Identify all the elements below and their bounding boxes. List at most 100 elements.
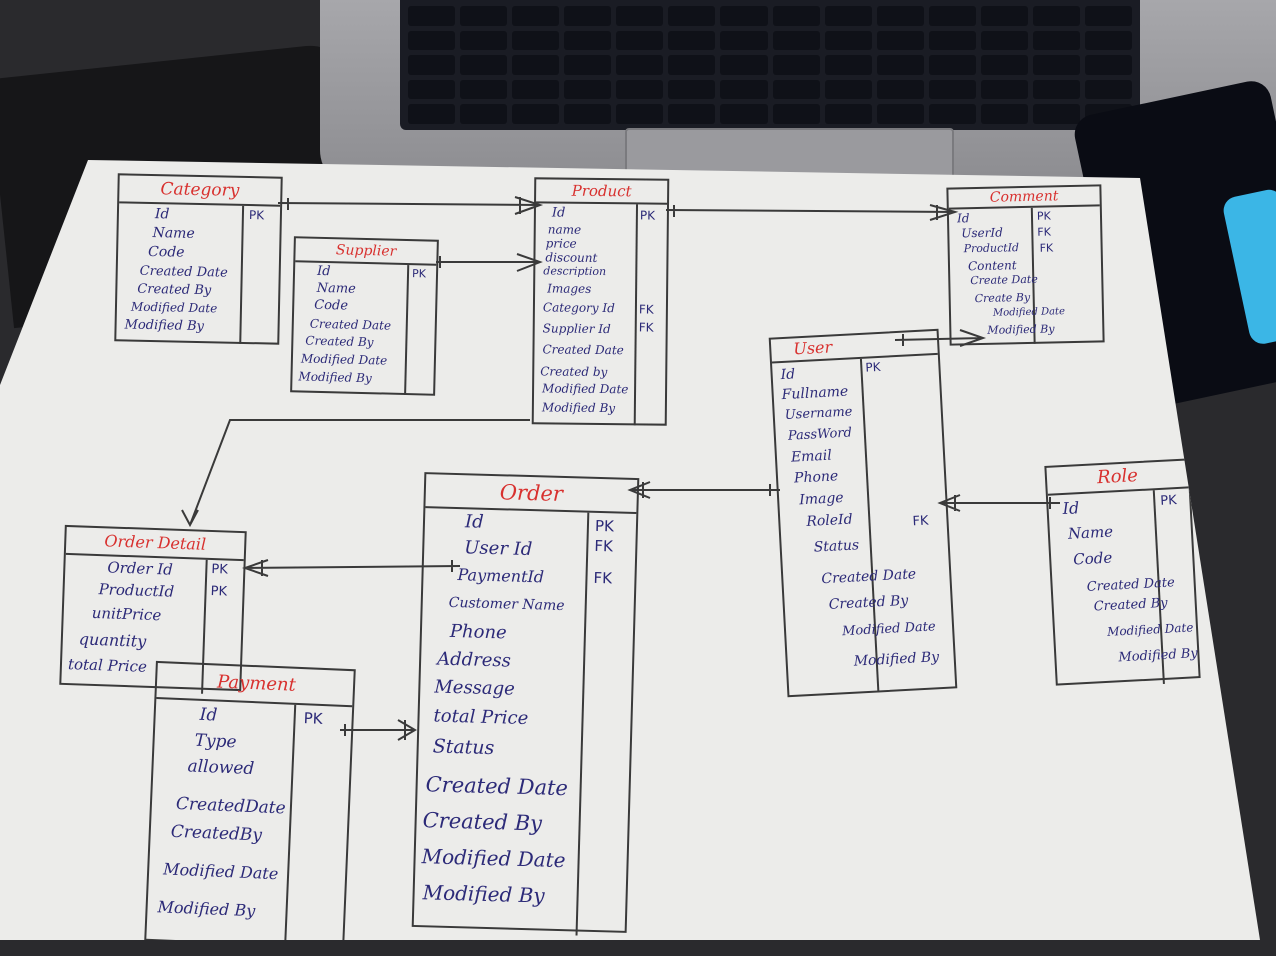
attribute: Modified By [1118, 646, 1199, 666]
keyboard-key [876, 104, 924, 124]
keyboard-key [772, 55, 820, 75]
attribute: Modified By [157, 897, 256, 921]
key-tag: PK [411, 267, 427, 281]
attribute: Created By [137, 281, 212, 299]
attribute: Created Date [139, 263, 228, 281]
attribute: RoleId [805, 511, 853, 530]
entity-order: Order PK FK FK Id User Id PaymentId Cust… [411, 472, 640, 936]
attribute: Code [1072, 548, 1113, 569]
keyboard-key [408, 79, 456, 100]
rel-supplier-product [436, 253, 543, 272]
attribute: Modified By [541, 400, 616, 416]
keyboard-key [824, 79, 872, 100]
keyboard-key [1084, 30, 1132, 51]
rel-product-comment [665, 204, 959, 221]
keyboard-key [928, 104, 976, 124]
key-tag: PK [639, 208, 656, 223]
keyboard-key [1084, 6, 1132, 26]
laptop-keyboard [400, 0, 1140, 130]
key-tag: PK [1159, 493, 1178, 509]
key-tag: PK [210, 584, 228, 600]
attribute: Id [464, 511, 484, 533]
attribute: Created Date [542, 342, 624, 358]
attribute: Address [436, 648, 512, 672]
attribute: Modified By [422, 880, 546, 908]
keyboard-key [1084, 79, 1132, 100]
attribute: UserId [961, 225, 1003, 241]
attribute: Create By [974, 290, 1031, 306]
attribute: name [547, 222, 582, 237]
keyboard-key [824, 30, 872, 51]
attribute: Created by [540, 364, 608, 380]
key-tag: PK [248, 208, 265, 223]
key-tag: FK [1039, 241, 1054, 255]
attribute: Created By [828, 592, 909, 613]
keyboard-key [928, 6, 976, 26]
rel-category-product [277, 196, 544, 215]
attribute: Created Date [309, 316, 392, 333]
entity-title: Supplier [295, 238, 437, 266]
attribute: Id [1062, 498, 1080, 519]
attribute: Content [967, 258, 1017, 274]
attribute: Status [813, 537, 860, 556]
attribute: Status [432, 735, 495, 760]
attribute: unitPrice [91, 603, 162, 625]
attribute: Phone [449, 620, 508, 644]
attribute: PassWord [787, 425, 853, 444]
keyboard-key [460, 55, 508, 75]
keyboard-key [512, 55, 560, 75]
keyboard-key [512, 104, 560, 124]
key-tag: FK [638, 320, 654, 335]
attribute: Category Id [542, 300, 615, 316]
keyboard-key [460, 79, 508, 100]
entity-payment: Payment PK Id Type allowed CreatedDate C… [144, 660, 356, 940]
attribute: Images [547, 281, 592, 296]
attribute: Order Id [107, 558, 174, 579]
key-tag: FK [1037, 225, 1051, 239]
keyboard-key [720, 79, 768, 100]
keyboard-key [876, 55, 924, 75]
attribute: Id [199, 704, 218, 726]
keyboard-key [720, 104, 768, 124]
attribute: Image [798, 490, 845, 509]
key-tag: PK [1036, 209, 1051, 223]
rel-product-orderdetail [181, 419, 530, 528]
entity-product: Product PK FK FK Id name price discount … [531, 177, 670, 426]
attribute: total Price [67, 655, 148, 676]
attribute: Customer Name [448, 594, 565, 615]
attribute: allowed [187, 756, 255, 780]
keyboard-key [564, 30, 612, 51]
attribute: description [543, 264, 607, 279]
attribute: CreatedBy [170, 821, 263, 846]
attribute: Code [147, 243, 185, 261]
attribute: ProductId [963, 241, 1020, 256]
keyboard-key [668, 104, 716, 124]
attribute: Id [956, 211, 970, 226]
rel-payment-order [340, 719, 417, 741]
key-tag: FK [912, 513, 929, 530]
attribute: Name [316, 280, 356, 297]
entity-role: Role PK Id Name Code Created Date Create… [1044, 458, 1201, 686]
attribute: Modified By [298, 369, 372, 386]
keyboard-key [980, 55, 1028, 75]
attribute: Modified By [987, 322, 1055, 337]
entity-title: Category [119, 175, 281, 207]
keyboard-key [928, 79, 976, 100]
entity-title: Product [536, 179, 668, 205]
keyboard-key [460, 30, 508, 51]
keyboard-key [616, 6, 664, 26]
attribute: Id [551, 205, 566, 221]
attribute: Name [1067, 522, 1114, 543]
attribute: Created By [422, 808, 543, 836]
attribute: price [545, 236, 577, 251]
keyboard-key [408, 6, 456, 26]
attribute: Modified Date [1106, 620, 1194, 639]
keyboard-key [772, 30, 820, 51]
keyboard-key [564, 55, 612, 75]
key-tag: FK [593, 568, 613, 588]
keyboard-key [720, 30, 768, 51]
rel-order-user [627, 481, 780, 499]
attribute: Modified Date [300, 351, 388, 368]
keyboard-key [824, 55, 872, 75]
